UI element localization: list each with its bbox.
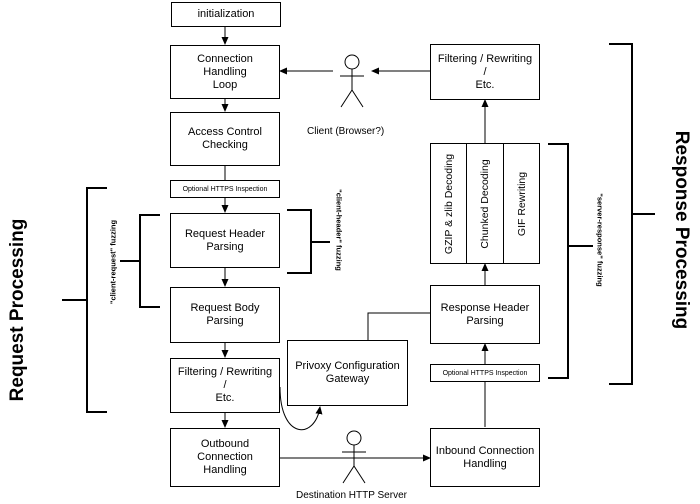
client-header-fuzzing-label: "client-header" fuzzing: [334, 189, 344, 271]
chunked-decoding-label: Chunked Decoding: [479, 158, 491, 249]
gif-rewriting-box: GIF Rewriting: [503, 143, 540, 264]
request-processing-bracket: [86, 187, 107, 413]
filtering-request-box: Filtering / Rewriting / Etc.: [170, 358, 280, 413]
request-body-box: Request Body Parsing: [170, 287, 280, 343]
server-response-bracket: [548, 143, 569, 379]
access-control-box: Access Control Checking: [170, 112, 280, 166]
inbound-connection-box: Inbound Connection Handling: [430, 428, 540, 487]
gzip-decoding-box: GZIP & zlib Decoding: [430, 143, 467, 264]
chunked-decoding-box: Chunked Decoding: [466, 143, 504, 264]
https-inspection-response-box: Optional HTTPS Inspection: [430, 364, 540, 382]
line-respheader-to-gateway: [367, 312, 430, 340]
client-request-bracket: [139, 214, 160, 308]
request-header-box: Request Header Parsing: [170, 213, 280, 268]
response-processing-label: Response Processing: [671, 130, 692, 330]
server-label: Destination HTTP Server: [296, 490, 407, 501]
config-gateway-box: Privoxy Configuration Gateway: [287, 340, 408, 406]
client-label: Client (Browser?): [307, 126, 385, 137]
client-request-fuzzing-label: "client-request" fuzzing: [108, 219, 118, 305]
filtering-response-box: Filtering / Rewriting / Etc.: [430, 44, 540, 100]
client-header-bracket: [287, 209, 312, 274]
gif-rewriting-label: GIF Rewriting: [515, 171, 528, 236]
connection-loop-box: Connection Handling Loop: [170, 45, 280, 99]
https-inspection-request-box: Optional HTTPS Inspection: [170, 180, 280, 198]
initialization-box: initialization: [171, 2, 281, 27]
request-processing-label: Request Processing: [7, 218, 28, 402]
response-header-box: Response Header Parsing: [430, 285, 540, 344]
outbound-connection-box: Outbound Connection Handling: [170, 428, 280, 487]
server-response-fuzzing-label: "server-response" fuzzing: [595, 193, 605, 287]
client-actor-icon: [340, 54, 364, 108]
server-actor-icon: [342, 430, 366, 484]
response-processing-bracket: [609, 43, 633, 385]
gzip-decoding-label: GZIP & zlib Decoding: [442, 153, 455, 254]
arrow-filtering-to-gateway: [279, 386, 323, 431]
